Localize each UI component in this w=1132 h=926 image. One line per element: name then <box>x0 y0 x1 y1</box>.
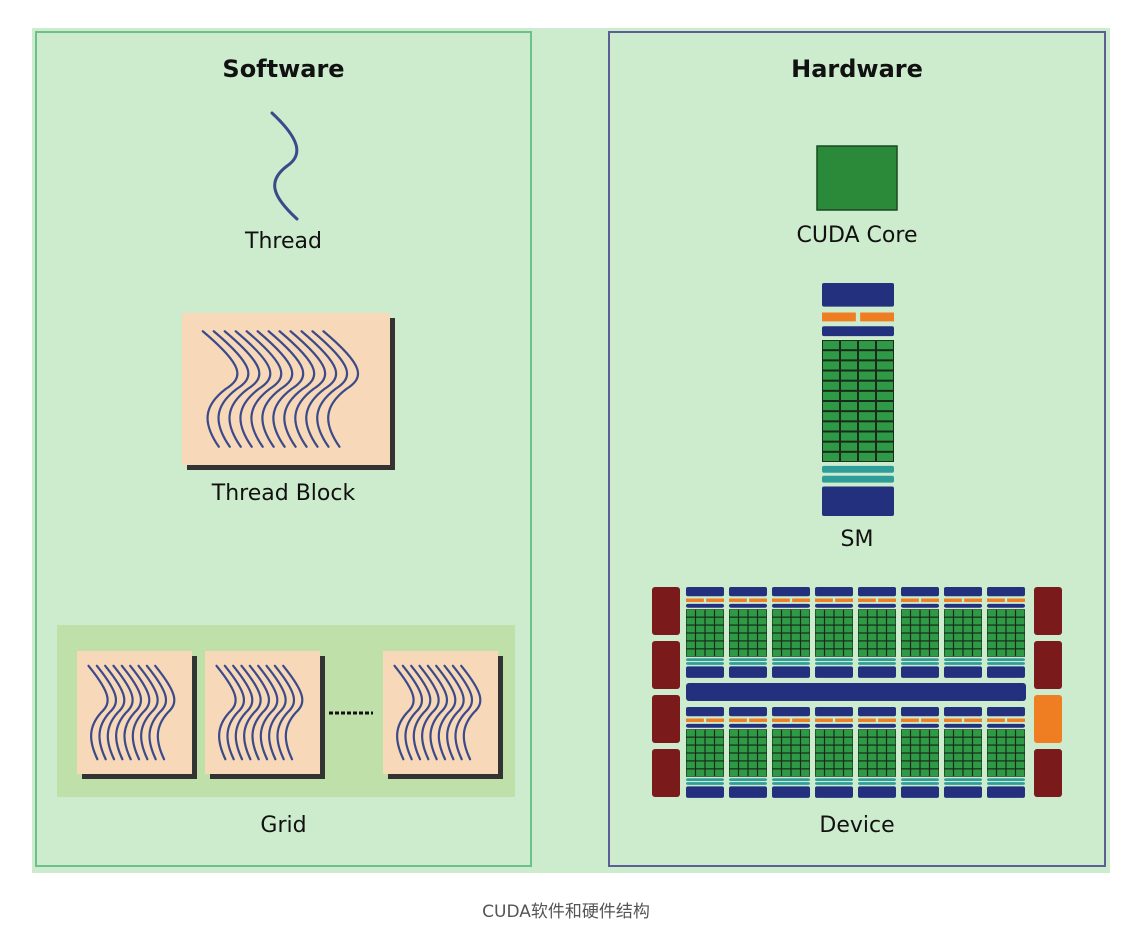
device-l2-cache <box>686 683 1026 701</box>
hardware-title: Hardware <box>791 55 923 83</box>
device-memory-left <box>652 695 680 743</box>
device-chip <box>652 587 1062 798</box>
grid-block-3 <box>383 651 503 779</box>
sm-block <box>822 283 894 517</box>
cuda-diagram: Software Thread Thread Block Grid Hardwa… <box>32 28 1110 873</box>
device-memory-left <box>652 641 680 689</box>
cuda-core-label: CUDA Core <box>796 223 918 248</box>
device-icon <box>652 587 1062 798</box>
thread-icon <box>270 111 299 221</box>
thread-block-icon <box>182 313 395 470</box>
sm-label: SM <box>840 527 874 552</box>
grid-icon <box>57 625 515 797</box>
device-memory-left <box>652 587 680 635</box>
device-label: Device <box>819 813 895 838</box>
thread-label: Thread <box>245 229 322 254</box>
grid-block-1 <box>77 651 197 779</box>
thread-block-label: Thread Block <box>211 481 356 506</box>
grid-label: Grid <box>260 813 307 838</box>
device-memory-right <box>1034 695 1062 743</box>
sm-icon <box>822 283 894 517</box>
figure-caption: CUDA软件和硬件结构 <box>482 902 650 922</box>
hardware-panel: Hardware CUDA Core SM Device <box>608 31 1106 867</box>
thread-block-box <box>182 313 395 470</box>
device-memory-right <box>1034 749 1062 797</box>
device-memory-left <box>652 749 680 797</box>
software-title: Software <box>222 55 345 83</box>
grid-block-2 <box>205 651 325 779</box>
device-memory-right <box>1034 587 1062 635</box>
software-panel: Software Thread Thread Block Grid <box>35 31 532 867</box>
cuda-core-icon <box>816 145 898 211</box>
device-memory-right <box>1034 641 1062 689</box>
